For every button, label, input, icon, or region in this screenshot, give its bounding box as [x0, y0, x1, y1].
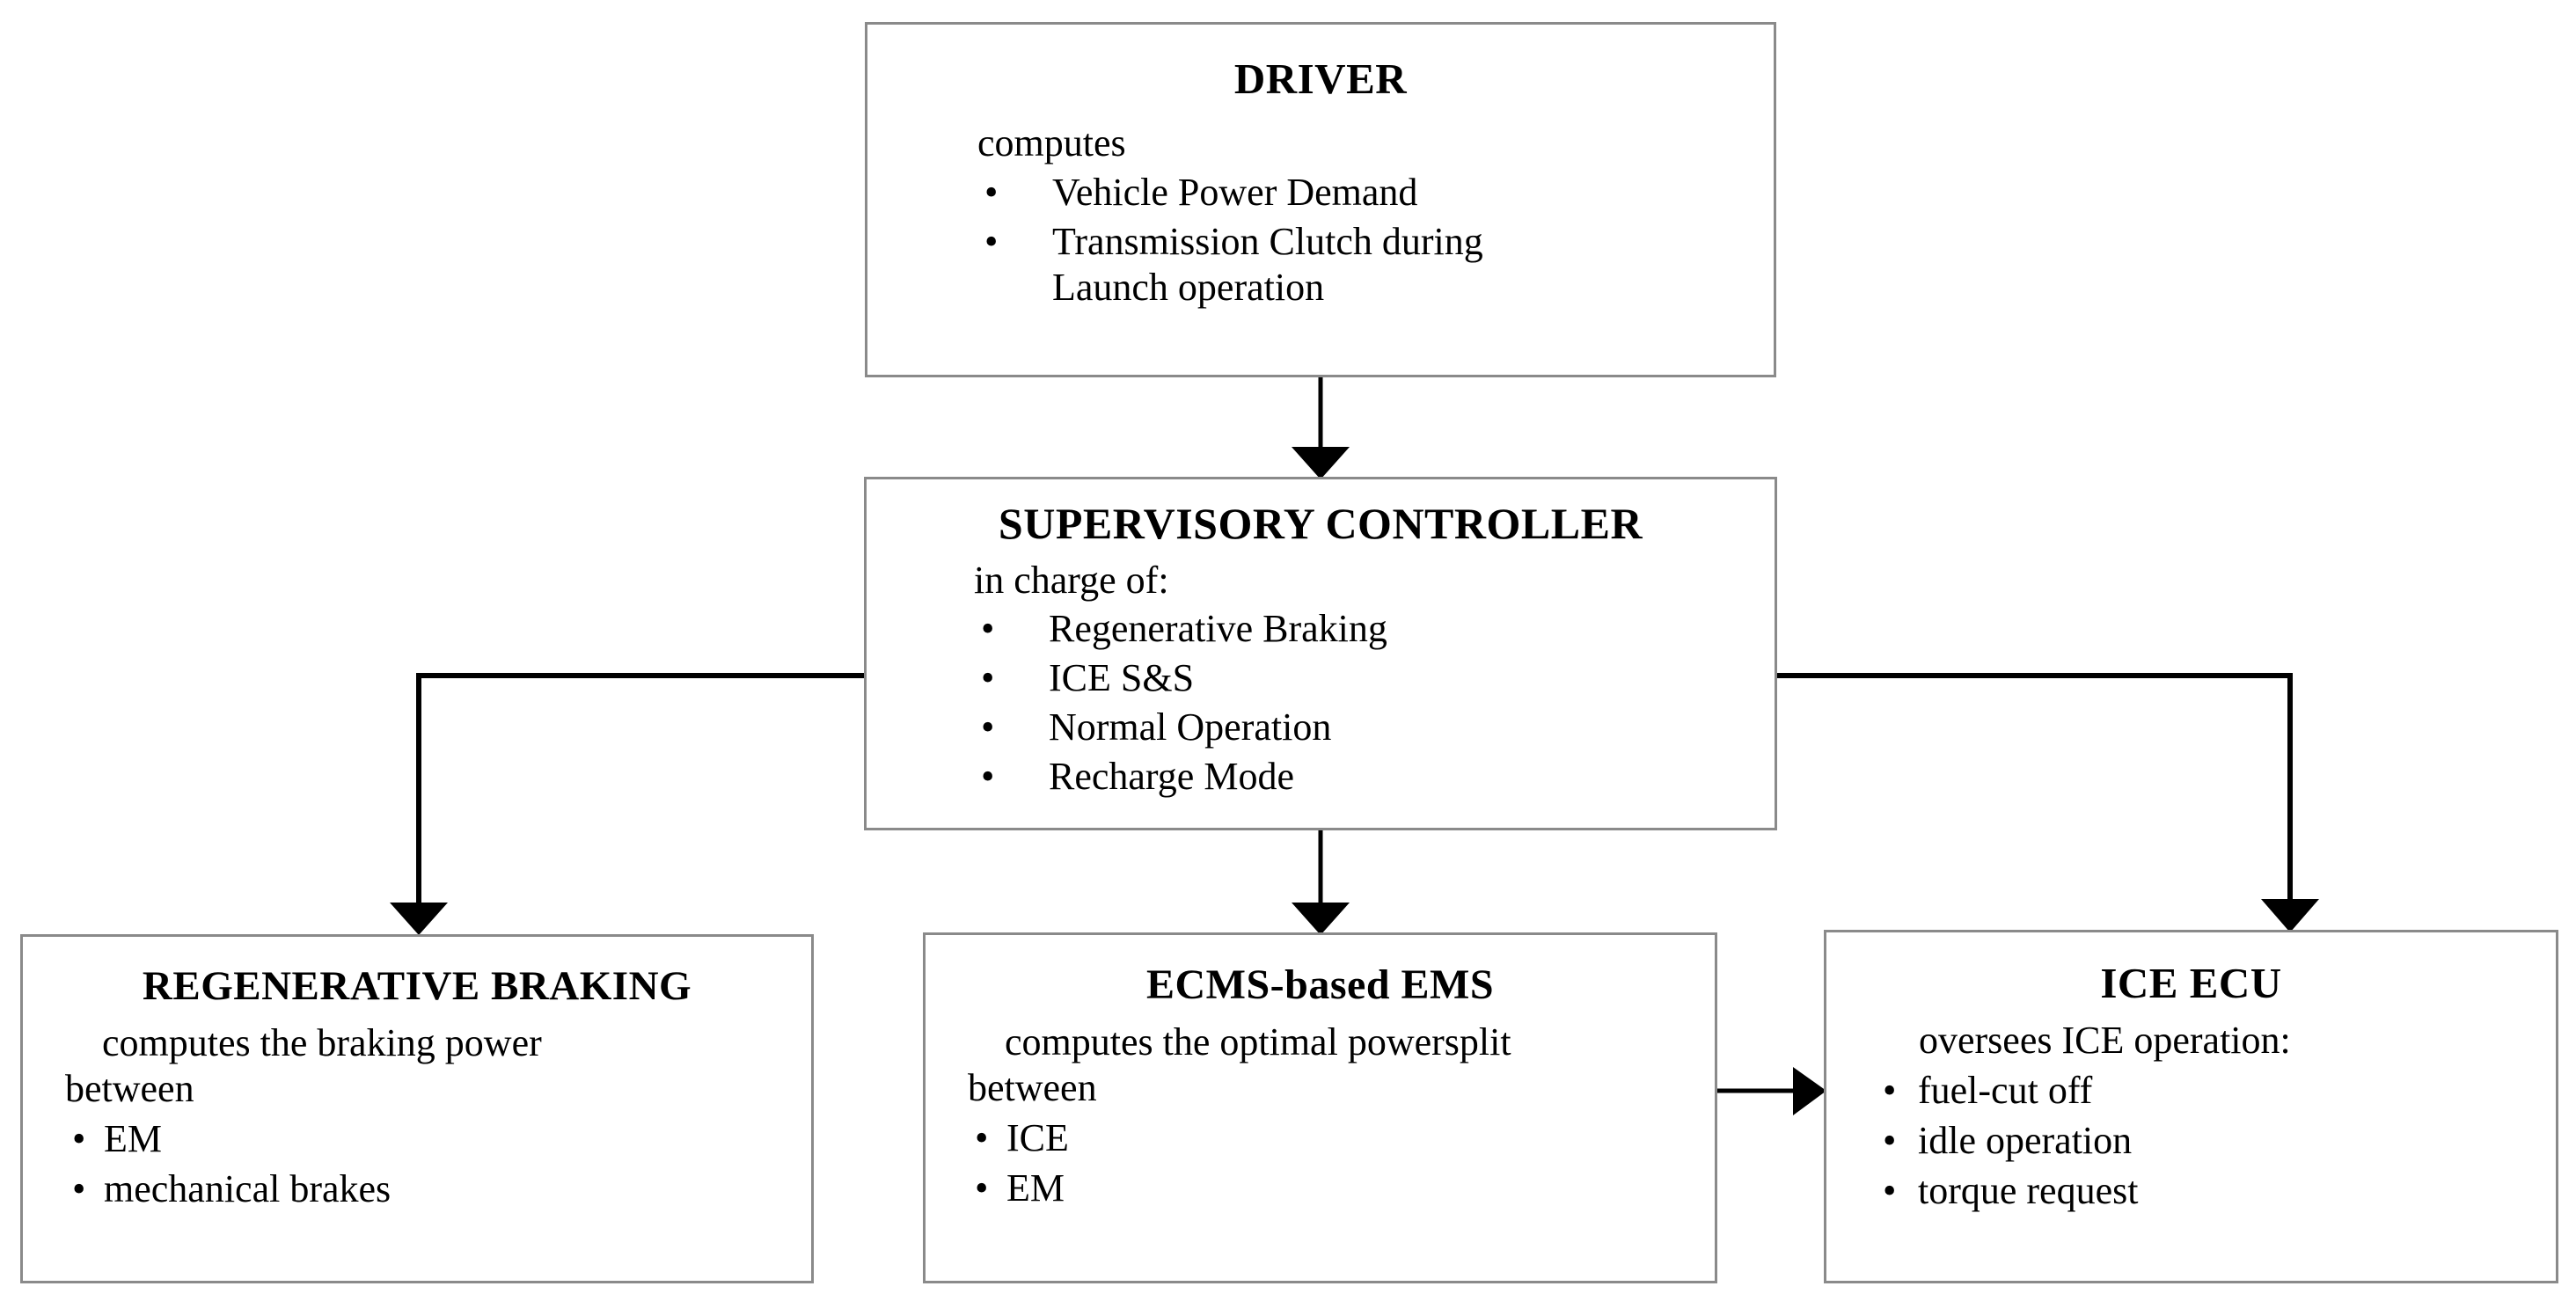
node-regen-lead: computes the braking power: [102, 1021, 542, 1065]
list-item: ICE: [968, 1115, 1715, 1161]
node-regen-title: REGENERATIVE BRAKING: [142, 963, 692, 1009]
node-iceecu-bullet-list: fuel-cut off idle operation torque reque…: [1879, 1068, 2556, 1214]
node-supervisory-title: SUPERVISORY CONTROLLER: [998, 499, 1643, 548]
edge-supervisory-to-ecms: [1292, 830, 1350, 935]
list-item: Regenerative Braking: [974, 606, 1775, 652]
node-regenerative-braking[interactable]: REGENERATIVE BRAKING computes the brakin…: [20, 934, 814, 1283]
list-item: Recharge Mode: [974, 754, 1775, 800]
node-supervisory-lead: in charge of:: [974, 558, 1169, 602]
list-item: Normal Operation: [974, 705, 1775, 750]
list-item: torque request: [1879, 1168, 2556, 1214]
list-item: Vehicle Power Demand: [977, 170, 1774, 216]
list-item: ICE S&S: [974, 655, 1775, 701]
node-ecms-lead-2: between: [968, 1066, 1097, 1110]
list-item: Transmission Clutch during: [977, 219, 1774, 265]
node-ice-ecu[interactable]: ICE ECU oversees ICE operation: fuel-cut…: [1824, 930, 2558, 1283]
node-supervisory-bullet-list: Regenerative Braking ICE S&S Normal Oper…: [974, 606, 1775, 800]
list-item: idle operation: [1879, 1118, 2556, 1164]
edge-supervisory-to-regen: [390, 673, 864, 935]
node-driver-bullet-continuation: Launch operation: [1052, 266, 1325, 310]
node-driver-title: DRIVER: [1233, 55, 1408, 103]
node-ecms-based-ems[interactable]: ECMS-based EMS computes the optimal powe…: [923, 932, 1717, 1283]
node-regen-bullet-list: EM mechanical brakes: [65, 1116, 811, 1212]
node-iceecu-body: oversees ICE operation: fuel-cut off idl…: [1826, 1018, 2556, 1214]
node-supervisory-controller[interactable]: SUPERVISORY CONTROLLER in charge of: Reg…: [864, 477, 1777, 830]
node-driver-lead: computes: [977, 121, 1126, 165]
node-supervisory-body: in charge of: Regenerative Braking ICE S…: [867, 558, 1775, 800]
node-regen-lead-2: between: [65, 1067, 194, 1111]
node-driver-bullet-list: Vehicle Power Demand Transmission Clutch…: [977, 170, 1774, 265]
edge-driver-to-supervisory: [1292, 377, 1350, 479]
edge-ecms-to-iceecu: [1717, 1067, 1826, 1115]
node-ecms-lead: computes the optimal powersplit: [1005, 1020, 1511, 1064]
list-item: EM: [65, 1116, 811, 1162]
node-ecms-bullet-list: ICE EM: [968, 1115, 1715, 1211]
node-ecms-title: ECMS-based EMS: [1145, 961, 1495, 1008]
edge-supervisory-to-iceecu: [1777, 673, 2319, 932]
list-item: fuel-cut off: [1879, 1068, 2556, 1114]
node-regen-body: computes the braking power between EM me…: [23, 1020, 811, 1212]
node-driver[interactable]: DRIVER computes Vehicle Power Demand Tra…: [865, 22, 1776, 377]
node-driver-body: computes Vehicle Power Demand Transmissi…: [867, 121, 1774, 311]
node-iceecu-title: ICE ECU: [2100, 959, 2282, 1007]
list-item: mechanical brakes: [65, 1166, 811, 1212]
node-ecms-body: computes the optimal powersplit between …: [926, 1020, 1715, 1211]
list-item: EM: [968, 1166, 1715, 1211]
node-iceecu-lead: oversees ICE operation:: [1919, 1019, 2291, 1063]
